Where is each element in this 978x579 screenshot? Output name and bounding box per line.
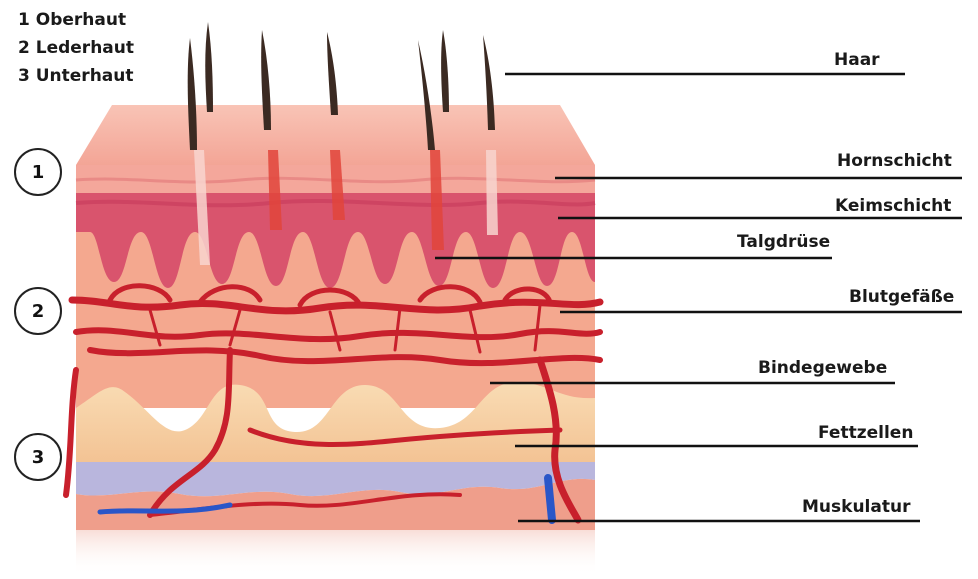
label-fettzellen: Fettzellen — [818, 423, 913, 443]
layer-number-1: 1 — [14, 148, 62, 196]
label-keimschicht: Keimschicht — [835, 196, 951, 216]
label-hornschicht: Hornschicht — [837, 151, 952, 171]
label-blutgefaesse: Blutgefäße — [849, 287, 954, 307]
layer-number-3: 3 — [14, 433, 62, 481]
layer-number-2: 2 — [14, 287, 62, 335]
label-talgdruese: Talgdrüse — [737, 232, 830, 252]
legend-oberhaut: 1 Oberhaut — [18, 10, 126, 30]
label-muskulatur: Muskulatur — [802, 497, 910, 517]
legend-lederhaut: 2 Lederhaut — [18, 38, 134, 58]
label-haar: Haar — [834, 50, 880, 70]
legend-unterhaut: 3 Unterhaut — [18, 66, 134, 86]
label-bindegewebe: Bindegewebe — [758, 358, 887, 378]
reflection — [76, 530, 595, 575]
